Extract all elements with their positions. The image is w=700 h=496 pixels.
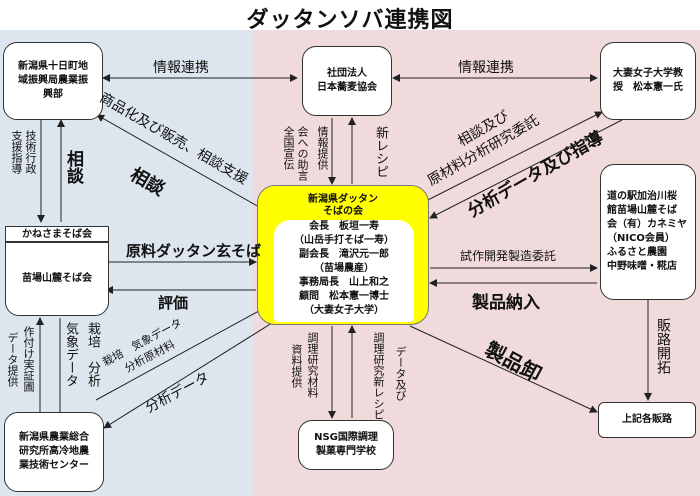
link-center-souken-2	[103, 317, 281, 429]
center-member-line: （苗場農産）	[314, 263, 374, 274]
node-center: 新潟県ダッタン そばの会 会長 板垣一寿 （山岳手打そば一寿） 副会長 滝沢元一…	[257, 185, 429, 325]
node-hanro: 上記各販路	[598, 402, 696, 438]
center-member-line: （山岳手打そば一寿）	[294, 235, 394, 246]
center-members: 会長 板垣一寿 （山岳手打そば一寿） 副会長 滝沢元一郎 （苗場農産） 事務局長…	[274, 220, 414, 322]
link-otsuma-center-1	[411, 111, 603, 209]
label-sakutsuke-a: 作付け実証圃	[22, 326, 35, 392]
label-shin-recipe: 新レシピ	[373, 126, 388, 178]
label-shido: 指導	[10, 152, 23, 174]
node-michinoeki-line: 会（有）カネミヤ	[607, 219, 687, 230]
node-tokamachi-line: 興部	[43, 89, 63, 100]
center-member-line: 顧問 松本憲一博士	[299, 291, 389, 302]
node-naeba-line: 苗場山麓そば会	[22, 273, 92, 284]
node-michinoeki-line: 中野味噌・糀店	[607, 261, 677, 272]
label-hyoka: 評価	[158, 294, 189, 312]
label-gyosei: 行政	[24, 152, 37, 174]
node-michinoeki-line: 道の駅加治川桜	[607, 191, 677, 202]
node-michinoeki: 道の駅加治川桜 館苗場山麓そば 会（有）カネミヤ （NICO会員） ふるさと農園…	[600, 164, 696, 300]
label-zenkoku-b: 会への助言	[296, 126, 309, 181]
node-souken: 新潟県農業総合 研究所高冷地農 業技術センター	[4, 412, 104, 492]
link-otsuma-center-2	[429, 119, 623, 219]
node-otsuma-line: 大妻女子大学教	[613, 68, 683, 79]
node-hanro-line: 上記各販路	[622, 414, 672, 425]
center-member-line: 事務局長 山上和之	[299, 277, 389, 288]
node-kyokai-line: 社団法人	[327, 68, 367, 79]
node-michinoeki-line: （NICO会員）	[607, 233, 675, 244]
node-souken-line: 新潟県農業総合	[19, 432, 89, 443]
node-michinoeki-line: 館苗場山麓そば	[607, 205, 677, 216]
label-genryo-dattan: 原料ダッタン玄そば	[126, 242, 262, 260]
node-nsg-line: 製菓専門学校	[316, 446, 376, 457]
label-joho-teikyo: 情報提供	[316, 126, 329, 170]
center-title: 新潟県ダッタン そばの会	[258, 194, 428, 218]
label-chori-a: 調理研究材料	[306, 332, 319, 398]
node-nsg: NSG国際調理 製菓専門学校	[298, 420, 394, 470]
node-souken-line: 業技術センター	[19, 460, 89, 471]
link-tokamachi-center	[96, 114, 276, 217]
node-otsuma: 大妻女子大学教 授 松本憲一氏	[600, 42, 696, 120]
label-shien: 支援	[10, 130, 23, 152]
node-kyokai-line: 日本蕎麦協会	[317, 82, 377, 93]
node-kyokai: 社団法人 日本蕎麦協会	[302, 46, 392, 116]
node-nsg-line: NSG国際調理	[314, 432, 378, 443]
node-tokamachi-line: 新潟県十日町地	[18, 61, 88, 72]
center-member-line: （大妻女子大学）	[304, 305, 384, 316]
center-title-line: そばの会	[323, 206, 363, 217]
node-souken-line: 研究所高冷地農	[19, 446, 89, 457]
node-michinoeki-line: ふるさと農園	[607, 247, 667, 258]
link-center-hanro	[409, 325, 598, 413]
label-chori-recipe-a: 調理研究新レシピ	[372, 332, 385, 420]
label-gijutsu: 技術	[24, 130, 37, 152]
center-member-line: 会長 板垣一寿	[309, 221, 379, 232]
center-title-line: 新潟県ダッタン	[308, 194, 378, 205]
diagram-title: ダッタンソバ連携図	[246, 8, 454, 33]
node-tokamachi: 新潟県十日町地 域振興局農業振 興部	[3, 42, 103, 120]
label-joho-left: 情報連携	[153, 60, 209, 76]
node-otsuma-line: 授 松本憲一氏	[613, 82, 683, 93]
label-sodan-v: 相談	[63, 150, 83, 184]
label-hanro-kaitaku: 販路開拓	[655, 318, 671, 374]
label-shisaku: 試作開発製造委託	[460, 249, 557, 263]
node-naeba: 苗場山麓そば会	[5, 242, 109, 316]
node-kanesama-label: かねさまそば会	[5, 226, 109, 242]
label-chori-b: 資料提供	[290, 344, 303, 388]
label-kisho-data: 気象データ	[63, 322, 78, 387]
label-joho-right: 情報連携	[458, 60, 514, 76]
label-chori-recipe-b: データ及び	[394, 346, 407, 401]
center-member-line: 副会長 滝沢元一郎	[299, 249, 389, 260]
label-sakutsuke-b: データ提供	[6, 332, 19, 387]
label-saibai-bunseki: 栽培 分析	[85, 322, 100, 387]
label-seihin-nonyu: 製品納入	[472, 293, 540, 313]
node-tokamachi-line: 域振興局農業振	[18, 75, 88, 86]
label-zenkoku-a: 全国宣伝	[282, 126, 295, 170]
link-souken-center-1	[95, 305, 269, 401]
